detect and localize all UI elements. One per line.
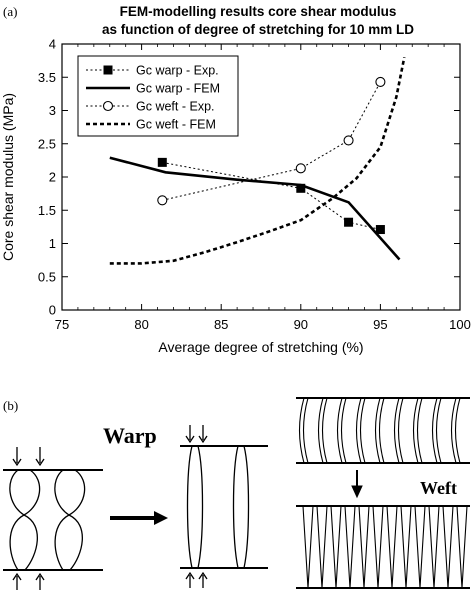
pile-fibre [379,397,385,464]
weft-label: Weft [420,478,457,498]
y-tick-label: 0 [49,303,56,318]
pile-fibre [436,397,442,464]
legend-label: Gc warp - FEM [136,82,220,96]
arrow-down-icon [351,485,363,499]
y-axis-label: Core shear modulus (MPa) [0,93,16,261]
legend-label: Gc weft - Exp. [136,100,215,114]
pile-fibre [451,397,457,464]
pile-fibre [358,505,370,589]
pile-fibre [9,469,41,571]
pile-fibre [372,505,384,589]
pile-fibre [455,397,461,464]
pile-fibre [337,397,343,464]
pile-fibre [232,445,250,569]
pile-fibre [400,505,412,589]
legend-marker [102,100,114,112]
x-tick-label: 100 [449,317,471,332]
data-point [157,195,168,206]
legend-label: Gc weft - FEM [136,118,216,132]
arrow-down-icon [185,425,208,444]
y-tick-label: 1 [49,236,56,251]
x-tick-label: 95 [373,317,387,332]
pile-fibre [186,445,204,569]
data-point [343,135,354,146]
legend-marker [103,65,113,75]
chart-title: FEM-modelling results core shear modulus [120,4,397,19]
y-tick-label: 2.5 [38,136,56,151]
arrow-down-icon [12,447,45,467]
pile-fibre [442,505,454,589]
pile-fibre [413,397,419,464]
weft-cells [296,397,470,589]
pile-fibre [414,505,426,589]
pile-fibre [417,397,423,464]
pile-fibre [318,397,324,464]
pile-fibre [386,505,398,589]
pile-fibre [316,505,328,589]
arrow-right-icon [154,511,168,525]
y-tick-label: 3.5 [38,70,56,85]
y-tick-label: 2 [49,170,56,185]
pile-fibre [360,397,366,464]
pile-fibre [341,397,347,464]
x-tick-label: 75 [55,317,69,332]
pile-fibre [432,397,438,464]
x-tick-label: 80 [134,317,148,332]
pile-fibre [456,505,468,589]
chart-subtitle: as function of degree of stretching for … [102,22,414,37]
x-tick-label: 90 [294,317,308,332]
data-point [344,217,354,227]
pile-fibre [322,397,328,464]
pile-fibre [330,505,342,589]
y-tick-label: 3 [49,103,56,118]
pile-fibre [302,505,314,589]
pile-fibre [428,505,440,589]
pile-fibre [299,397,305,464]
arrow-up-icon [12,572,45,590]
y-tick-label: 1.5 [38,203,56,218]
warp-unstretched-cell [3,447,103,590]
y-tick-label: 4 [49,37,56,52]
x-tick-label: 85 [214,317,228,332]
panel-a-label: (a) [3,4,17,19]
y-axis: 0 0.5 1 1.5 2 2.5 3 3.5 4 [38,37,460,318]
panel-b-label: (b) [3,398,18,413]
legend-label: Gc warp - Exp. [136,64,219,78]
legend: Gc warp - Exp. Gc warp - FEM Gc weft - Exp… [77,55,239,137]
warp-label: Warp [103,423,157,448]
warp-stretched-cell [180,425,268,588]
pile-fibre [54,469,86,571]
arrow-up-icon [185,571,208,588]
pile-fibre [375,397,381,464]
y-tick-label: 0.5 [38,269,56,284]
data-point [157,157,167,167]
pile-fibre [356,397,362,464]
series-line-3 [109,57,406,265]
series-group [109,57,406,265]
series-line-2 [162,81,381,201]
x-axis-label: Average degree of stretching (%) [158,339,363,355]
x-axis: 75 80 85 90 95 100 [55,44,471,332]
data-point [295,163,306,174]
data-point [375,225,385,235]
data-point [296,183,306,193]
plot-area: 75 80 85 90 95 100 0 0.5 1 1.5 2 2.5 3 3.5 4 Gc warp … [38,37,471,333]
data-point [375,76,386,87]
series-line-1 [109,156,401,261]
pile-fibre [394,397,400,464]
pile-fibre [398,397,404,464]
pile-fibre [344,505,356,589]
pile-fibre [303,397,309,464]
